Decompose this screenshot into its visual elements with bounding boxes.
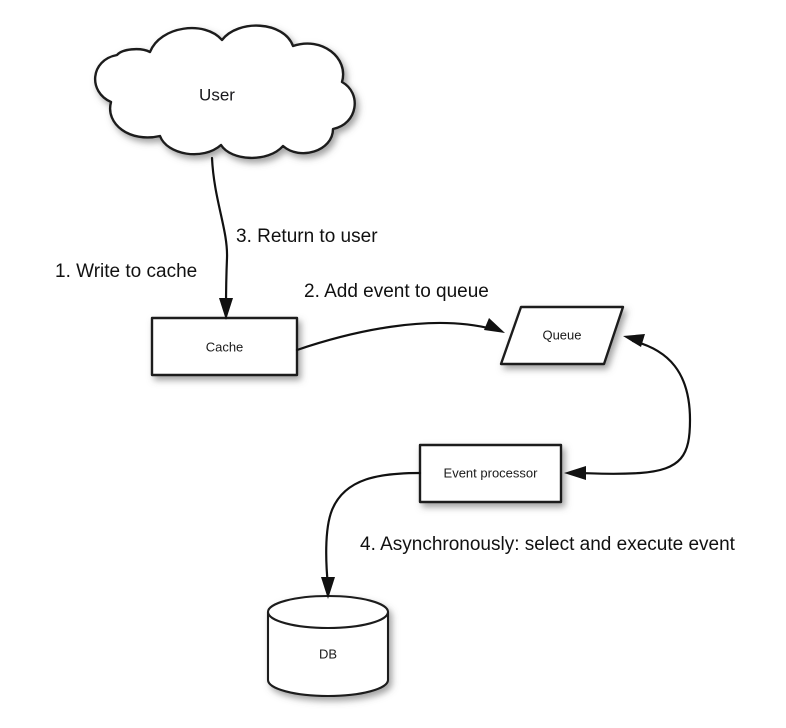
node-queue[interactable]: Queue xyxy=(499,305,625,366)
edge-label-step-1: 1. Write to cache xyxy=(55,261,197,282)
node-cache[interactable]: Cache xyxy=(150,316,299,377)
edge-label-step-4: 4. Asynchronously: select and execute ev… xyxy=(360,534,736,555)
node-event-processor-label: Event processor xyxy=(444,465,539,480)
arrowhead-into-queue-right xyxy=(623,334,645,347)
edge-cache-to-queue[interactable] xyxy=(295,318,505,352)
edge-event-processor-to-db[interactable] xyxy=(321,471,422,599)
node-event-processor[interactable]: Event processor xyxy=(418,443,563,504)
edge-user-to-cache[interactable] xyxy=(210,156,233,320)
edge-queue-to-event-processor[interactable] xyxy=(564,334,692,480)
arrowhead-into-cache xyxy=(219,298,233,320)
edge-label-step-3: 3. Return to user xyxy=(236,226,378,247)
edge-label-step-2: 2. Add event to queue xyxy=(304,281,489,302)
node-queue-label: Queue xyxy=(542,327,581,342)
node-db[interactable]: DB xyxy=(266,594,390,698)
node-user[interactable]: User xyxy=(94,24,356,160)
node-db-label: DB xyxy=(319,646,337,661)
arrowhead-into-event-processor xyxy=(564,466,586,480)
arrowhead-into-queue xyxy=(484,318,505,333)
node-user-label: User xyxy=(199,85,235,104)
arrowhead-into-db xyxy=(321,577,335,599)
node-cache-label: Cache xyxy=(206,339,244,354)
